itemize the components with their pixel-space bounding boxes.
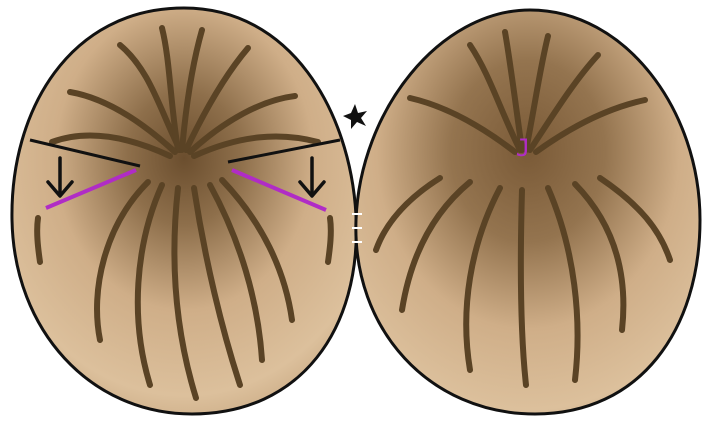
right-cell-body: [356, 10, 700, 414]
right-cell-label: J: [516, 134, 530, 162]
star-icon: [343, 104, 367, 129]
left-cell: [12, 8, 356, 414]
right-cell: J: [356, 10, 700, 414]
